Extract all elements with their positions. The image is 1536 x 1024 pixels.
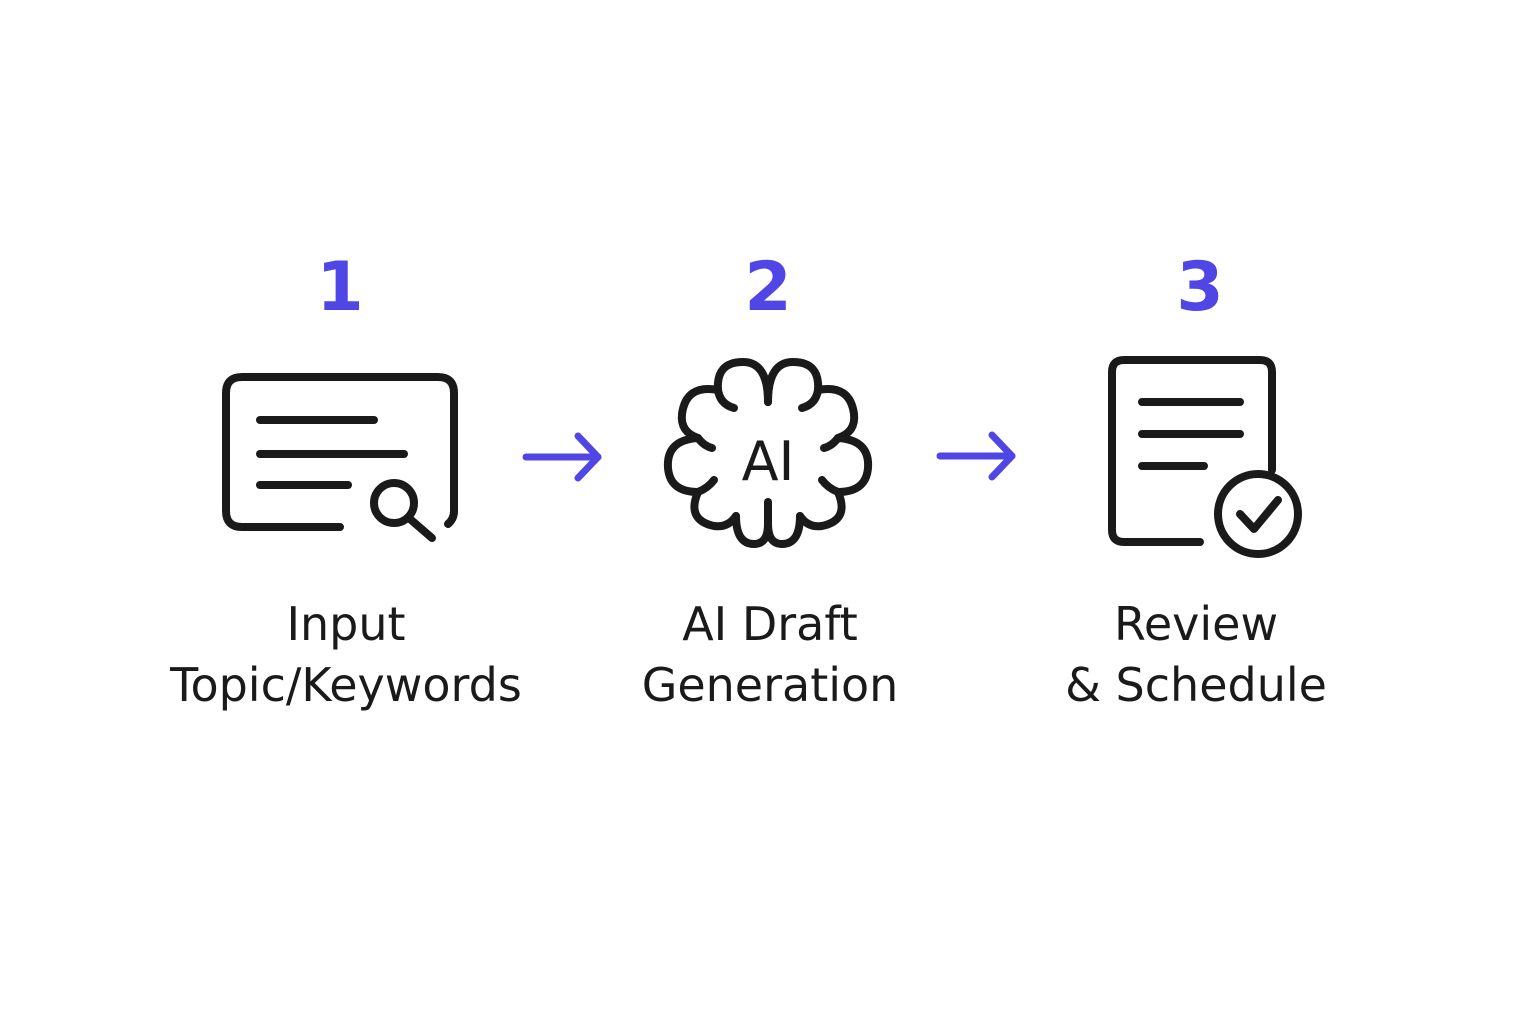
step-2-label-line-1: AI Draft bbox=[682, 597, 858, 651]
ai-brain-icon: AI bbox=[663, 358, 873, 548]
step-3-number: 3 bbox=[1176, 248, 1224, 327]
ai-brain-icon-text: AI bbox=[742, 430, 795, 493]
arrow-right-icon bbox=[522, 432, 602, 482]
step-1-number: 1 bbox=[316, 248, 364, 327]
step-1-label-line-1: Input bbox=[286, 597, 406, 651]
step-2-label-line-2: Generation bbox=[641, 658, 899, 712]
step-2-number: 2 bbox=[744, 248, 792, 327]
step-3-label: Review & Schedule bbox=[976, 594, 1416, 716]
document-check-icon bbox=[1108, 356, 1302, 558]
document-search-icon bbox=[222, 373, 458, 542]
step-3-label-line-2: & Schedule bbox=[1065, 658, 1327, 712]
step-3-label-line-1: Review bbox=[1113, 597, 1279, 651]
step-1-label-line-2: Topic/Keywords bbox=[170, 658, 522, 712]
step-2-label: AI Draft Generation bbox=[550, 594, 990, 716]
arrow-right-icon bbox=[936, 431, 1016, 481]
check-icon bbox=[1236, 496, 1282, 533]
step-1-label: Input Topic/Keywords bbox=[126, 594, 566, 716]
